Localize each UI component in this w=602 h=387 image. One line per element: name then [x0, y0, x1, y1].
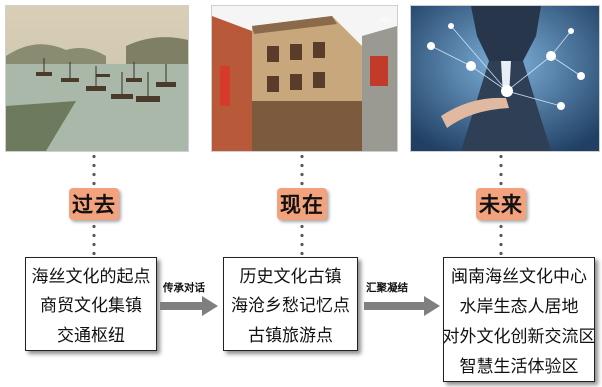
arrow-label-converge: 汇聚凝结 [366, 282, 408, 294]
era-badge-past: 过去 [69, 188, 119, 220]
photo-watermark: Ajo [380, 16, 391, 24]
past-description-box: 海丝文化的起点 商贸文化集镇 交通枢纽 [25, 257, 157, 351]
connector-dots [92, 152, 96, 187]
connector-dots [300, 222, 304, 255]
right-arrow-icon [364, 296, 440, 316]
future-description-box: 闽南海丝文化中心 水岸生态人居地 对外文化创新交流区 智慧生活体验区 [442, 257, 596, 382]
present-item: 古镇旅游点 [248, 325, 333, 346]
present-old-town-photo: Ajo [211, 5, 398, 152]
present-item: 历史文化古镇 [239, 267, 342, 288]
future-item: 对外文化创新交流区 [442, 326, 596, 347]
connector-dots [499, 222, 503, 255]
present-description-box: 历史文化古镇 海沧乡愁记忆点 古镇旅游点 [223, 257, 358, 351]
connector-dots [300, 152, 304, 187]
right-arrow-icon [160, 296, 218, 316]
past-harbor-painting [5, 5, 189, 152]
future-item: 闽南海丝文化中心 [451, 267, 587, 288]
past-item: 交通枢纽 [57, 325, 125, 346]
future-item: 水岸生态人居地 [459, 297, 579, 318]
present-item: 海沧乡愁记忆点 [231, 296, 350, 317]
future-item: 智慧生活体验区 [459, 356, 579, 377]
future-tech-photo [410, 5, 600, 152]
past-item: 海丝文化的起点 [31, 267, 151, 288]
connector-dots [92, 222, 96, 255]
arrow-label-inherit: 传承对话 [163, 282, 205, 294]
era-badge-present: 现在 [277, 188, 327, 220]
past-item: 商贸文化集镇 [40, 296, 142, 317]
era-badge-future: 未来 [476, 188, 526, 220]
connector-dots [499, 152, 503, 187]
